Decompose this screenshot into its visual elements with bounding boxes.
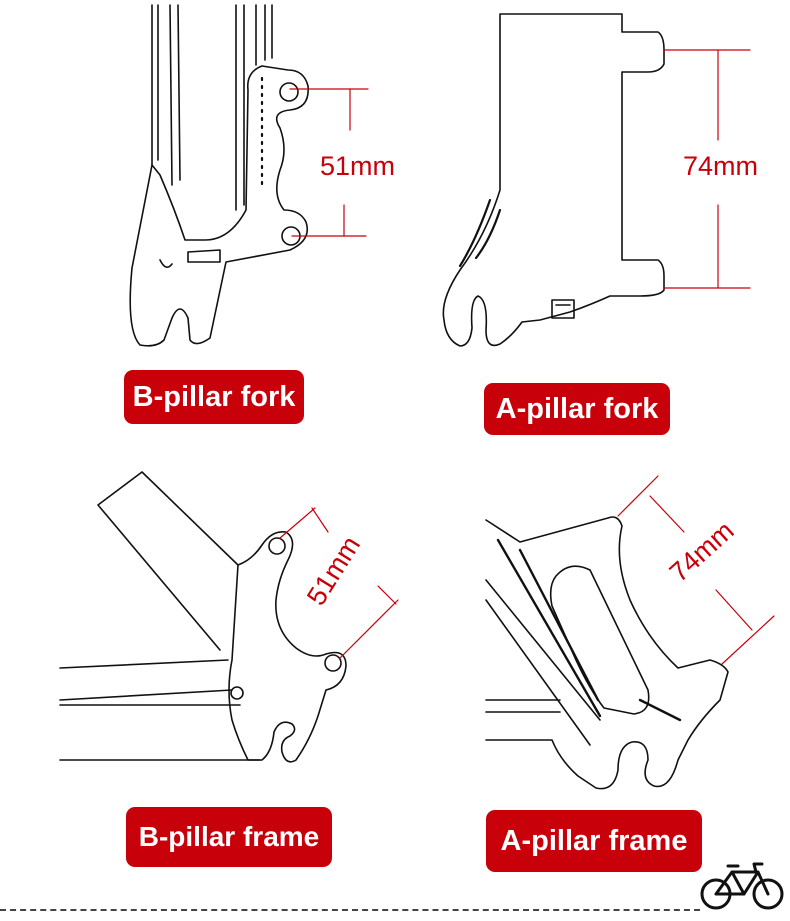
a-pillar-frame-drawing <box>485 475 775 790</box>
b-fork-hole-top <box>279 82 299 102</box>
a-fork-bracket <box>551 299 575 319</box>
b-frame-tube-seat <box>97 471 239 651</box>
a-frame-stays <box>485 579 601 746</box>
b-fork-axle-detail <box>159 249 221 268</box>
b-pillar-fork-drawing <box>129 4 369 347</box>
a-pillar-fork-dimension: 74mm <box>683 151 759 181</box>
b-frame-tube-chain <box>59 659 261 761</box>
b-frame-dropout <box>228 530 347 763</box>
b-pillar-frame-label: B-pillar frame <box>126 807 332 867</box>
b-frame-hole-top <box>268 537 286 555</box>
b-fork-dim-lines <box>289 88 369 237</box>
b-pillar-frame-drawing <box>59 471 399 763</box>
b-pillar-fork-label: B-pillar fork <box>124 370 304 424</box>
a-pillar-fork-label: A-pillar fork <box>484 383 670 435</box>
b-frame-dim-lines <box>279 507 399 659</box>
a-fork-body <box>442 13 665 347</box>
a-fork-shading <box>458 198 502 268</box>
a-frame-tubes <box>485 516 729 790</box>
a-fork-dim-lines <box>663 49 751 289</box>
a-frame-window <box>549 565 650 715</box>
b-frame-hole-small <box>230 686 244 700</box>
b-fork-tube-right <box>235 4 273 211</box>
a-frame-shading <box>496 538 682 722</box>
b-pillar-fork-dimension: 51mm <box>320 151 396 181</box>
b-fork-dropout <box>129 65 309 347</box>
a-pillar-fork-drawing <box>442 13 751 347</box>
bicycle-icon <box>700 862 784 910</box>
a-frame-dim-lines <box>617 475 775 665</box>
b-frame-hole-bottom <box>324 654 342 672</box>
a-pillar-frame-label: A-pillar frame <box>486 810 702 872</box>
b-fork-tube-left <box>151 4 181 186</box>
footer-divider <box>0 909 700 911</box>
